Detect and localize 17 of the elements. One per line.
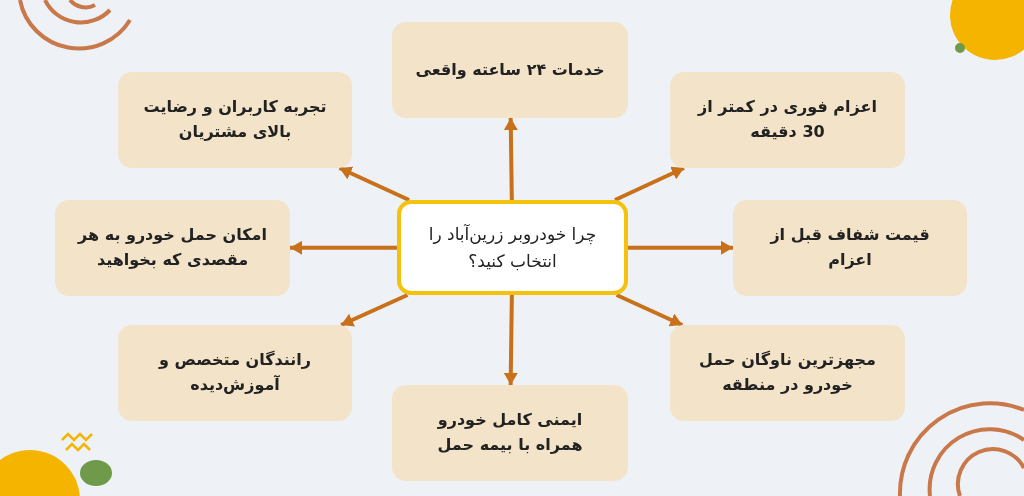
arrow	[338, 166, 410, 202]
question-box: چرا خودروبر زرین‌آباد را انتخاب کنید؟	[397, 200, 628, 295]
arrow	[290, 240, 397, 255]
feature-box: تجربه کاربران و رضایت بالای مشتریان	[118, 72, 352, 168]
arrow	[503, 294, 518, 386]
feature-box: رانندگان متخصص و آموزش‌دیده	[118, 325, 352, 421]
feature-box: اعزام فوری در کمتر از 30 دقیقه	[670, 72, 905, 168]
feature-box: ایمنی کامل خودرو همراه با بیمه حمل	[392, 385, 628, 481]
arrow	[340, 293, 409, 327]
feature-box: خدمات ۲۴ ساعته واقعی	[392, 22, 628, 118]
feature-box: امکان حمل خودرو به هر مقصدی که بخواهید	[55, 200, 290, 296]
arrow	[614, 166, 685, 202]
feature-box: مجهزترین ناوگان حمل خودرو در منطقه	[670, 325, 905, 421]
arrow	[503, 117, 518, 201]
feature-box: قیمت شفاف قبل از اعزام	[733, 200, 967, 296]
arrow	[615, 293, 684, 327]
arrow	[628, 240, 733, 255]
